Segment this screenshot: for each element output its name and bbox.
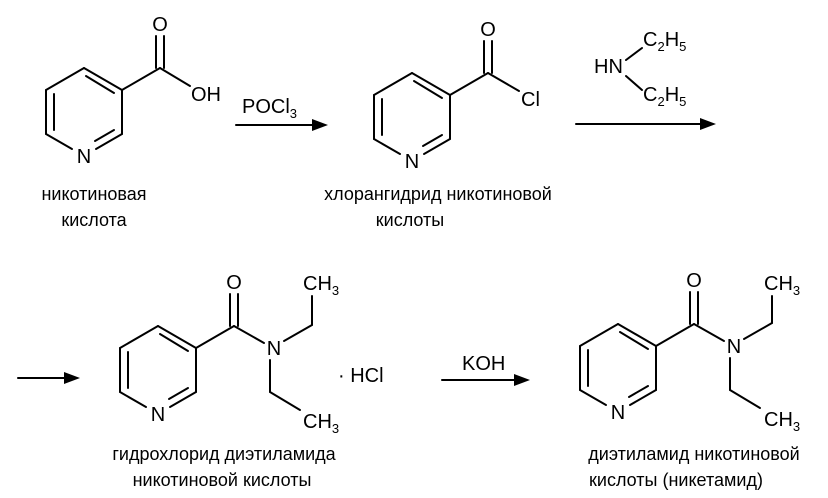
ring-nitrogen: N bbox=[611, 402, 625, 424]
carbonyl-oxygen: O bbox=[152, 14, 168, 36]
pyridine-ring: N bbox=[373, 72, 451, 173]
ring-nitrogen: N bbox=[405, 151, 419, 173]
methyl-lower: CH3 bbox=[764, 409, 800, 434]
caption-amide-hydrochloride-line2: никотиновой кислоты bbox=[133, 470, 312, 490]
caption-acid-chloride-line1: хлорангидрид никотиновой bbox=[324, 184, 552, 204]
pyridine-ring: N bbox=[45, 67, 123, 168]
pyridine-ring: N bbox=[119, 325, 197, 426]
carbonyl-oxygen: O bbox=[480, 19, 496, 41]
caption-nicotinic-acid-line1: никотиновая bbox=[41, 184, 146, 204]
carboxyl-group: O OH bbox=[121, 14, 221, 106]
amide-nitrogen: N bbox=[267, 338, 281, 360]
ethyl-group-lower: C2H5 bbox=[643, 84, 686, 109]
reagent-pocl3: POCl3 bbox=[242, 96, 297, 121]
amine-nh: HN bbox=[594, 56, 623, 78]
caption-nicotinic-acid-line2: кислота bbox=[61, 210, 127, 230]
methyl-upper: CH3 bbox=[764, 273, 800, 298]
methyl-upper: CH3 bbox=[303, 273, 339, 298]
caption-acid-chloride-line2: кислоты bbox=[376, 210, 444, 230]
reaction-arrow-3 bbox=[17, 372, 80, 384]
hydroxyl-label: OH bbox=[191, 84, 221, 106]
ethyl-group-upper: C2H5 bbox=[643, 29, 686, 54]
molecule-nikethamide: N O N CH3 CH3 диэтиламид никотиновой кис… bbox=[579, 270, 800, 490]
carbonyl-oxygen: O bbox=[686, 270, 702, 292]
chlorine-label: Cl bbox=[521, 89, 540, 111]
pyridine-ring: N bbox=[579, 323, 657, 424]
methyl-lower: CH3 bbox=[303, 411, 339, 436]
caption-amide-hydrochloride-line1: гидрохлорид диэтиламида bbox=[112, 444, 336, 464]
caption-nikethamide-line1: диэтиламид никотиновой bbox=[588, 444, 799, 464]
molecule-acid-chloride: N O Cl хлорангидрид никотиновой кислоты bbox=[324, 19, 552, 230]
reagent-koh: KOH bbox=[462, 353, 505, 375]
reaction-arrow-2: HN C2H5 C2H5 bbox=[575, 29, 716, 130]
caption-nikethamide-line2: кислоты (никетамид) bbox=[589, 470, 763, 490]
ring-nitrogen: N bbox=[77, 146, 91, 168]
reagent-diethylamine: HN C2H5 C2H5 bbox=[594, 29, 686, 109]
amide-nitrogen: N bbox=[727, 336, 741, 358]
reaction-arrow-1: POCl3 bbox=[235, 96, 328, 131]
reaction-arrow-4: KOH bbox=[441, 353, 530, 386]
molecule-amide-hydrochloride: N O N CH3 CH3 · HCl гидрохлорид диэтилам… bbox=[112, 272, 383, 490]
acyl-chloride-group: O Cl bbox=[449, 19, 540, 111]
carbonyl-oxygen: O bbox=[226, 272, 242, 294]
diethylamide-group: O N CH3 CH3 bbox=[655, 270, 800, 434]
molecule-nicotinic-acid: N O OH никотиновая кислота bbox=[41, 14, 221, 230]
ring-nitrogen: N bbox=[151, 404, 165, 426]
diethylamide-group: O N CH3 CH3 bbox=[195, 272, 339, 436]
hydrochloride-label: · HCl bbox=[338, 365, 384, 387]
